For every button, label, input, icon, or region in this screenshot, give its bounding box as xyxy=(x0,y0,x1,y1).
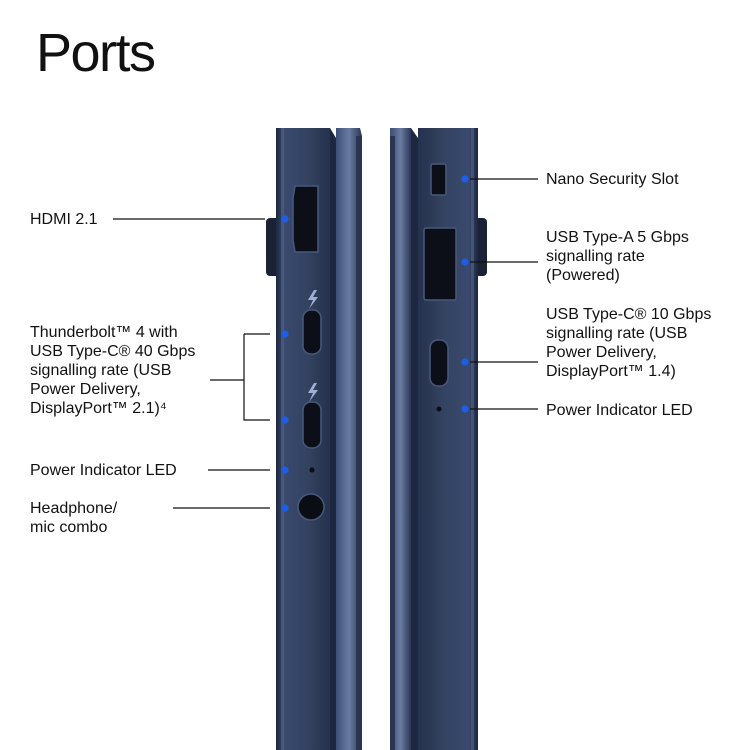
thunderbolt-leader xyxy=(210,333,270,421)
label-hdmi: HDMI 2.1 xyxy=(30,211,98,228)
hdmi-port xyxy=(292,185,319,253)
label-line: signalling rate xyxy=(546,248,645,265)
label-line: Power Delivery, xyxy=(30,381,141,398)
right-base xyxy=(418,128,478,750)
callout-dot xyxy=(281,504,289,512)
label-line: USB Type-A 5 Gbps xyxy=(546,229,689,246)
usb-a-port xyxy=(423,227,457,301)
page-title: Ports xyxy=(36,23,156,83)
leader-lines xyxy=(113,178,538,509)
usb-c-port xyxy=(429,339,449,387)
lightning-bolt-icon xyxy=(308,290,318,309)
label-line: signalling rate (USB xyxy=(30,362,172,379)
usb-c-port xyxy=(302,401,322,449)
label-line: USB Type-C® 10 Gbps xyxy=(546,306,712,323)
right-laptop-side xyxy=(390,128,487,750)
label-left-power-led: Power Indicator LED xyxy=(30,462,177,479)
label-usb-a: USB Type-A 5 Gbps signalling rate (Power… xyxy=(546,228,689,285)
callout-dot xyxy=(281,466,289,474)
left-laptop-side xyxy=(266,128,362,750)
label-headphone: Headphone/ mic combo xyxy=(30,499,117,537)
label-line: Headphone/ xyxy=(30,500,118,517)
callout-dot xyxy=(461,405,469,413)
lightning-bolt-icon xyxy=(308,383,318,402)
callout-dot xyxy=(461,258,469,266)
label-nano-security: Nano Security Slot xyxy=(546,171,679,188)
callout-dot xyxy=(281,416,289,424)
label-line: Power Delivery, xyxy=(546,344,657,361)
right-hinge-gap xyxy=(411,128,418,750)
label-line: signalling rate (USB xyxy=(546,325,688,342)
label-line: USB Type-C® 40 Gbps xyxy=(30,343,196,360)
nano-security-slot xyxy=(430,163,447,196)
callout-dot xyxy=(461,358,469,366)
usb-c-port xyxy=(302,309,322,355)
right-lid xyxy=(390,128,411,750)
label-line: DisplayPort™ 1.4) xyxy=(546,363,676,380)
callout-dot xyxy=(281,215,289,223)
label-right-power-led: Power Indicator LED xyxy=(546,402,693,419)
callout-dots xyxy=(281,175,469,512)
label-line: mic combo xyxy=(30,519,108,536)
label-line: (Powered) xyxy=(546,267,620,284)
callout-dot xyxy=(281,330,289,338)
label-line: DisplayPort™ 2.1)⁴ xyxy=(30,400,167,417)
power-led xyxy=(309,467,315,473)
left-lid xyxy=(336,128,362,750)
headphone-jack xyxy=(297,493,325,521)
label-thunderbolt: Thunderbolt™ 4 with USB Type-C® 40 Gbps … xyxy=(30,323,195,418)
callout-dot xyxy=(461,175,469,183)
power-led xyxy=(436,406,442,412)
label-line: Thunderbolt™ 4 with xyxy=(30,324,178,341)
label-usb-c-right: USB Type-C® 10 Gbps signalling rate (USB… xyxy=(546,305,711,381)
left-hinge-gap xyxy=(330,128,336,750)
